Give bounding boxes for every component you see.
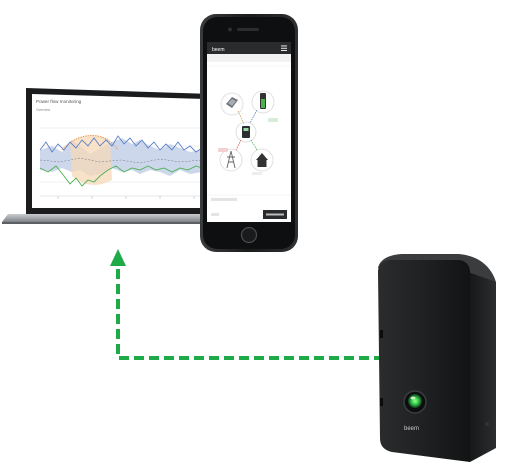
chart-production-area bbox=[70, 135, 112, 185]
power-chart bbox=[39, 127, 203, 199]
laptop-base bbox=[2, 214, 212, 222]
meter-icon bbox=[242, 126, 250, 138]
dashboard-subtitle: Overview bbox=[36, 108, 51, 112]
phone-earpiece bbox=[237, 28, 259, 31]
phone-app-header bbox=[207, 42, 291, 54]
smartphone: beem bbox=[200, 14, 298, 252]
solar-panel-icon bbox=[226, 97, 238, 108]
menu-icon[interactable] bbox=[281, 45, 287, 52]
energy-flow-diagram bbox=[218, 90, 278, 175]
home-button-icon[interactable] bbox=[240, 226, 258, 244]
chart-consumption-line bbox=[39, 135, 203, 153]
device-front bbox=[378, 260, 470, 462]
dashboard-title: Power flow monitoring bbox=[36, 99, 82, 104]
device-logo: beem bbox=[404, 426, 419, 432]
phone-app-logo: beem bbox=[212, 47, 225, 53]
energy-box-device: beem bbox=[378, 254, 496, 462]
led-icon bbox=[408, 394, 422, 408]
data-flow-arrow bbox=[110, 249, 384, 360]
phone-camera bbox=[228, 27, 232, 32]
phone-footer-text bbox=[211, 198, 237, 201]
grid-icon bbox=[226, 150, 236, 169]
laptop-base-edge bbox=[2, 222, 204, 224]
device-side bbox=[468, 264, 496, 462]
chart-production-line bbox=[61, 135, 119, 151]
laptop: Power flow monitoring Overview bbox=[2, 88, 212, 224]
dashed-arrow-path bbox=[116, 268, 384, 360]
arrow-head-icon bbox=[110, 249, 126, 266]
chart-grid-line bbox=[39, 165, 203, 187]
battery-icon bbox=[260, 93, 266, 109]
house-icon bbox=[256, 153, 268, 167]
phone-tab-bar bbox=[207, 54, 291, 62]
